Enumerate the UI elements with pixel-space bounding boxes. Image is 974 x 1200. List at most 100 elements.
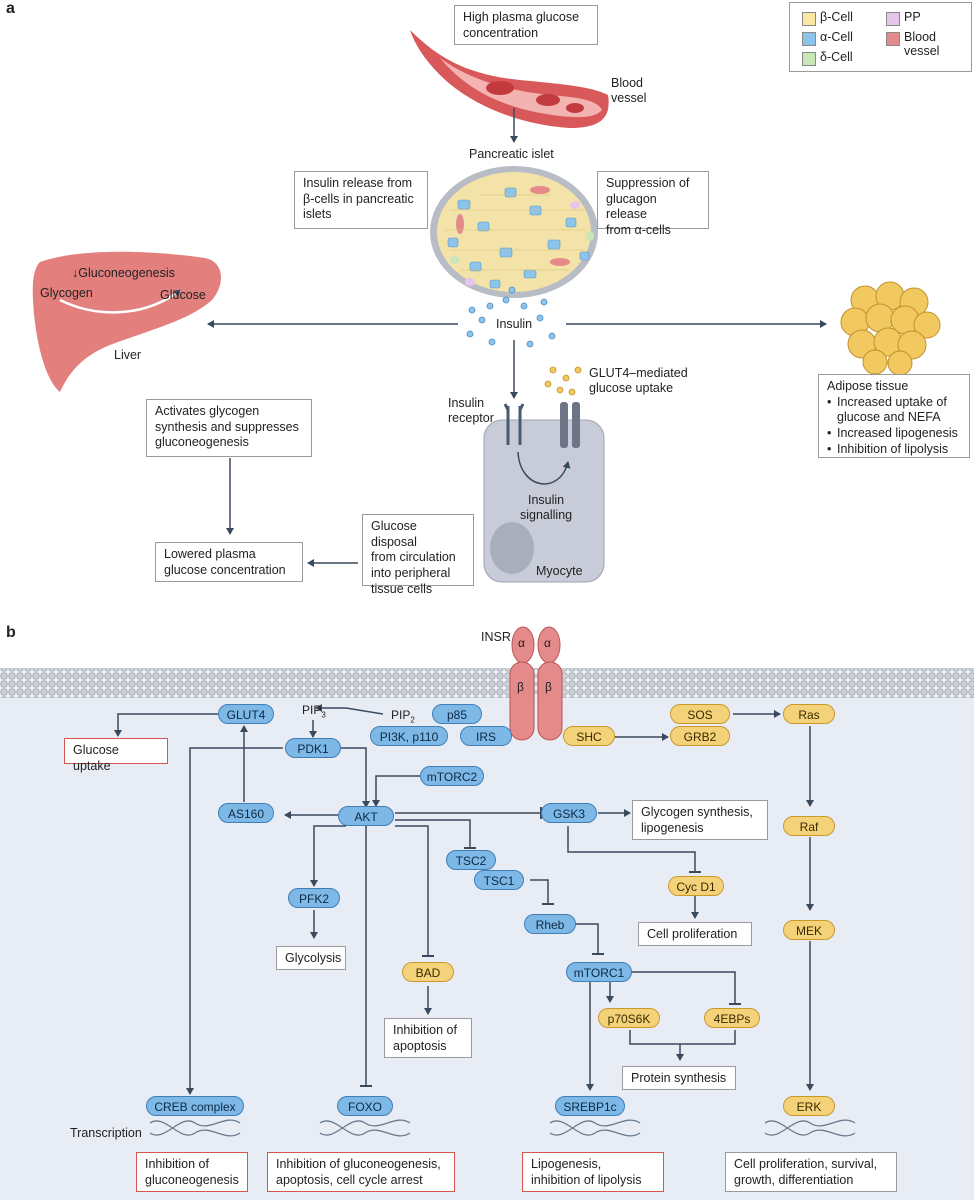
insr-beta-right: β <box>545 680 552 694</box>
node-rheb: Rheb <box>524 914 576 934</box>
node-tsc1: TSC1 <box>474 870 524 890</box>
panel-a-label: a <box>6 0 15 17</box>
node-pdk1: PDK1 <box>285 738 341 758</box>
panel-b-label: b <box>6 624 16 641</box>
node-srebp1c: SREBP1c <box>555 1096 625 1116</box>
gluconeogenesis-label: ↓Gluconeogenesis <box>72 266 175 280</box>
outcome-glycogen-synthesis: Glycogen synthesis, lipogenesis <box>632 800 768 840</box>
glut4-uptake-label: GLUT4–mediated glucose uptake <box>589 366 688 395</box>
insr-receptor <box>509 626 563 741</box>
node-shc: SHC <box>563 726 615 746</box>
adipose-box: Adipose tissue •Increased uptake of gluc… <box>818 374 970 458</box>
adipose-item-3: •Inhibition of lipolysis <box>827 441 949 456</box>
outcome-inhibition-apoptosis: Inhibition of apoptosis <box>384 1018 472 1058</box>
node-4ebps: 4EBPs <box>704 1008 760 1028</box>
glycogen-label: Glycogen <box>40 286 93 300</box>
adipose-title: Adipose tissue <box>827 379 909 393</box>
outcome-cell-proliferation: Cell proliferation <box>638 922 752 946</box>
pip2-text: PIP <box>391 708 411 722</box>
glucose-molecules <box>544 366 582 396</box>
outcome-protein-synthesis: Protein synthesis <box>622 1066 736 1090</box>
liver-illustration <box>32 251 222 392</box>
node-ras: Ras <box>783 704 835 724</box>
pip3-text: PIP <box>302 703 322 717</box>
glucagon-suppression-box: Suppression of glucagon release from α-c… <box>597 171 709 237</box>
adipose-item-2: •Increased lipogenesis <box>827 425 958 440</box>
blood-vessel-label: Blood vessel <box>611 76 647 105</box>
node-glut4: GLUT4 <box>218 704 274 724</box>
transcription-label: Transcription <box>70 1126 142 1140</box>
node-as160: AS160 <box>218 803 274 823</box>
pancreatic-islet-illustration <box>430 166 598 298</box>
legend-alpha-cell: α-Cell <box>820 30 853 44</box>
adipose-item-1: •Increased uptake of glucose and NEFA <box>827 394 947 425</box>
pip2-subscript: 2 <box>410 715 415 725</box>
insr-alpha-right: α <box>544 636 551 650</box>
node-pfk2: PFK2 <box>288 888 340 908</box>
panel-b-arrows <box>114 704 814 1095</box>
adipose-item-1-text: Increased uptake of glucose and NEFA <box>837 394 947 425</box>
pip2-label: PIP2 <box>391 708 415 725</box>
node-mtorc2: mTORC2 <box>420 766 484 786</box>
pip3-subscript: 3 <box>321 710 326 720</box>
glucose-label: Glucose <box>160 288 206 302</box>
cell-membrane <box>0 668 974 698</box>
node-raf: Raf <box>783 816 835 836</box>
legend-swatch-delta <box>802 52 816 66</box>
panel-a-arrows <box>207 108 827 567</box>
node-mtorc1: mTORC1 <box>566 962 632 982</box>
pancreatic-islet-label: Pancreatic islet <box>469 147 554 161</box>
glycogen-synthesis-box: Activates glycogen synthesis and suppres… <box>146 399 312 457</box>
legend-blood-vessel: Blood vessel <box>904 30 940 58</box>
insr-label: INSR <box>481 630 511 644</box>
outcome-glycolysis: Glycolysis <box>276 946 346 970</box>
legend-delta-cell: δ-Cell <box>820 50 853 64</box>
legend-swatch-beta <box>802 12 816 26</box>
pip3-label: PIP3 <box>302 703 326 720</box>
node-akt: AKT <box>338 806 394 826</box>
insulin-signalling-label: Insulin signalling <box>520 493 573 522</box>
myocyte-illustration <box>483 402 605 583</box>
glucose-disposal-box: Glucose disposal from circulation into p… <box>362 514 474 596</box>
legend-swatch-blood-vessel <box>886 32 900 46</box>
insulin-molecules <box>466 286 556 348</box>
adipose-illustration <box>840 281 941 376</box>
node-bad: BAD <box>402 962 454 982</box>
node-creb-complex: CREB complex <box>146 1096 244 1116</box>
insulin-label: Insulin <box>496 317 533 331</box>
lowered-glucose-box: Lowered plasma glucose concentration <box>155 542 303 582</box>
node-foxo: FOXO <box>337 1096 393 1116</box>
legend-beta-cell: β-Cell <box>820 10 853 24</box>
blood-vessel-illustration <box>410 30 609 128</box>
outcome-lipogenesis: Lipogenesis, inhibition of lipolysis <box>522 1152 664 1192</box>
insr-alpha-left: α <box>518 636 525 650</box>
legend-swatch-alpha <box>802 32 816 46</box>
myocyte-label: Myocyte <box>536 564 583 578</box>
node-gsk3: GSK3 <box>541 803 597 823</box>
insulin-release-box: Insulin release from β-cells in pancreat… <box>294 171 428 229</box>
node-mek: MEK <box>783 920 835 940</box>
legend-pp: PP <box>904 10 921 24</box>
node-pi3k-p110: PI3K, p110 <box>370 726 448 746</box>
node-erk: ERK <box>783 1096 835 1116</box>
legend: β-Cell PP α-Cell Blood vessel δ-Cell <box>789 2 972 72</box>
node-p85: p85 <box>432 704 482 724</box>
insulin-receptor-label: Insulin receptor <box>448 396 494 425</box>
dna-helices <box>149 1119 856 1137</box>
outcome-inhibition-gluconeogenesis: Inhibition of gluconeogenesis <box>136 1152 248 1192</box>
insr-beta-left: β <box>517 680 524 694</box>
outcome-glucose-uptake: Glucose uptake <box>64 738 168 773</box>
outcome-foxo: Inhibition of gluconeogenesis, apoptosis… <box>267 1152 455 1192</box>
node-grb2: GRB2 <box>670 726 730 746</box>
liver-label: Liver <box>114 348 142 362</box>
node-tsc2: TSC2 <box>446 850 496 870</box>
high-glucose-box: High plasma glucose concentration <box>454 5 598 45</box>
node-irs: IRS <box>460 726 512 746</box>
node-cyc-d1: Cyc D1 <box>668 876 724 896</box>
adipose-item-2-text: Increased lipogenesis <box>837 425 958 440</box>
adipose-item-3-text: Inhibition of lipolysis <box>837 441 949 456</box>
node-sos: SOS <box>670 704 730 724</box>
legend-swatch-pp <box>886 12 900 26</box>
